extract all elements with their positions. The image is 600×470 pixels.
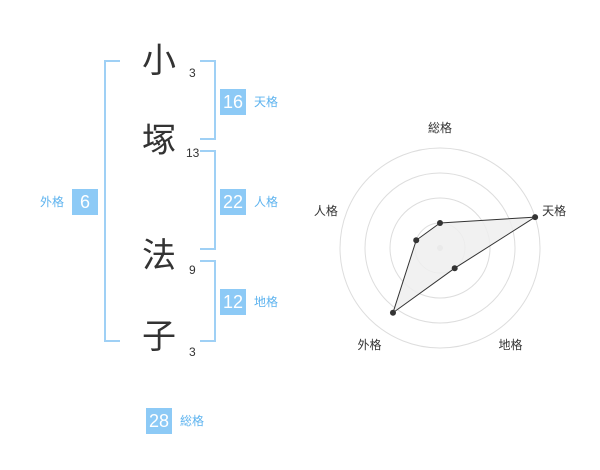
soukaku-badge: 28: [146, 408, 172, 434]
radar-axis-label: 天格: [542, 203, 566, 218]
name-char-2: 塚: [142, 121, 176, 161]
chikaku-bracket: [200, 260, 216, 342]
stroke-count-2: 13: [186, 146, 200, 160]
radar-point: [413, 237, 420, 244]
jinkaku-label: 人格: [254, 195, 279, 209]
stroke-count-4: 3: [189, 345, 196, 359]
radar-point: [532, 214, 539, 221]
chikaku-label: 地格: [254, 295, 279, 309]
radar-axis-label: 地格: [499, 337, 523, 352]
name-char-1: 小: [142, 41, 176, 81]
name-char-4: 子: [142, 317, 176, 357]
radar-shape: [389, 214, 539, 316]
soukaku-label: 総格: [180, 414, 205, 428]
jinkaku-bracket: [200, 150, 216, 250]
radar-axis-label: 人格: [314, 203, 338, 218]
radar-ring: [389, 197, 491, 299]
stroke-count-1: 3: [189, 66, 196, 80]
gaikaku-bracket: [104, 60, 120, 342]
radar-ring: [364, 172, 516, 324]
tenkaku-bracket: [200, 60, 216, 140]
gaikaku-badge: 6: [72, 189, 98, 215]
radar-axis-label: 外格: [357, 337, 381, 352]
radar-point: [451, 265, 458, 272]
jinkaku-badge: 22: [220, 189, 246, 215]
tenkaku-badge: 16: [220, 89, 246, 115]
radar-point: [437, 220, 443, 226]
radar-axis-label: 総格: [428, 120, 452, 135]
name-char-3: 法: [142, 236, 176, 276]
radar-ring: [339, 147, 541, 349]
radar-point: [389, 309, 396, 316]
gaikaku-label: 外格: [40, 195, 65, 209]
tenkaku-label: 天格: [254, 95, 279, 109]
chikaku-badge: 12: [220, 289, 246, 315]
stroke-count-3: 9: [189, 263, 196, 277]
radar-polygon: [392, 216, 536, 315]
